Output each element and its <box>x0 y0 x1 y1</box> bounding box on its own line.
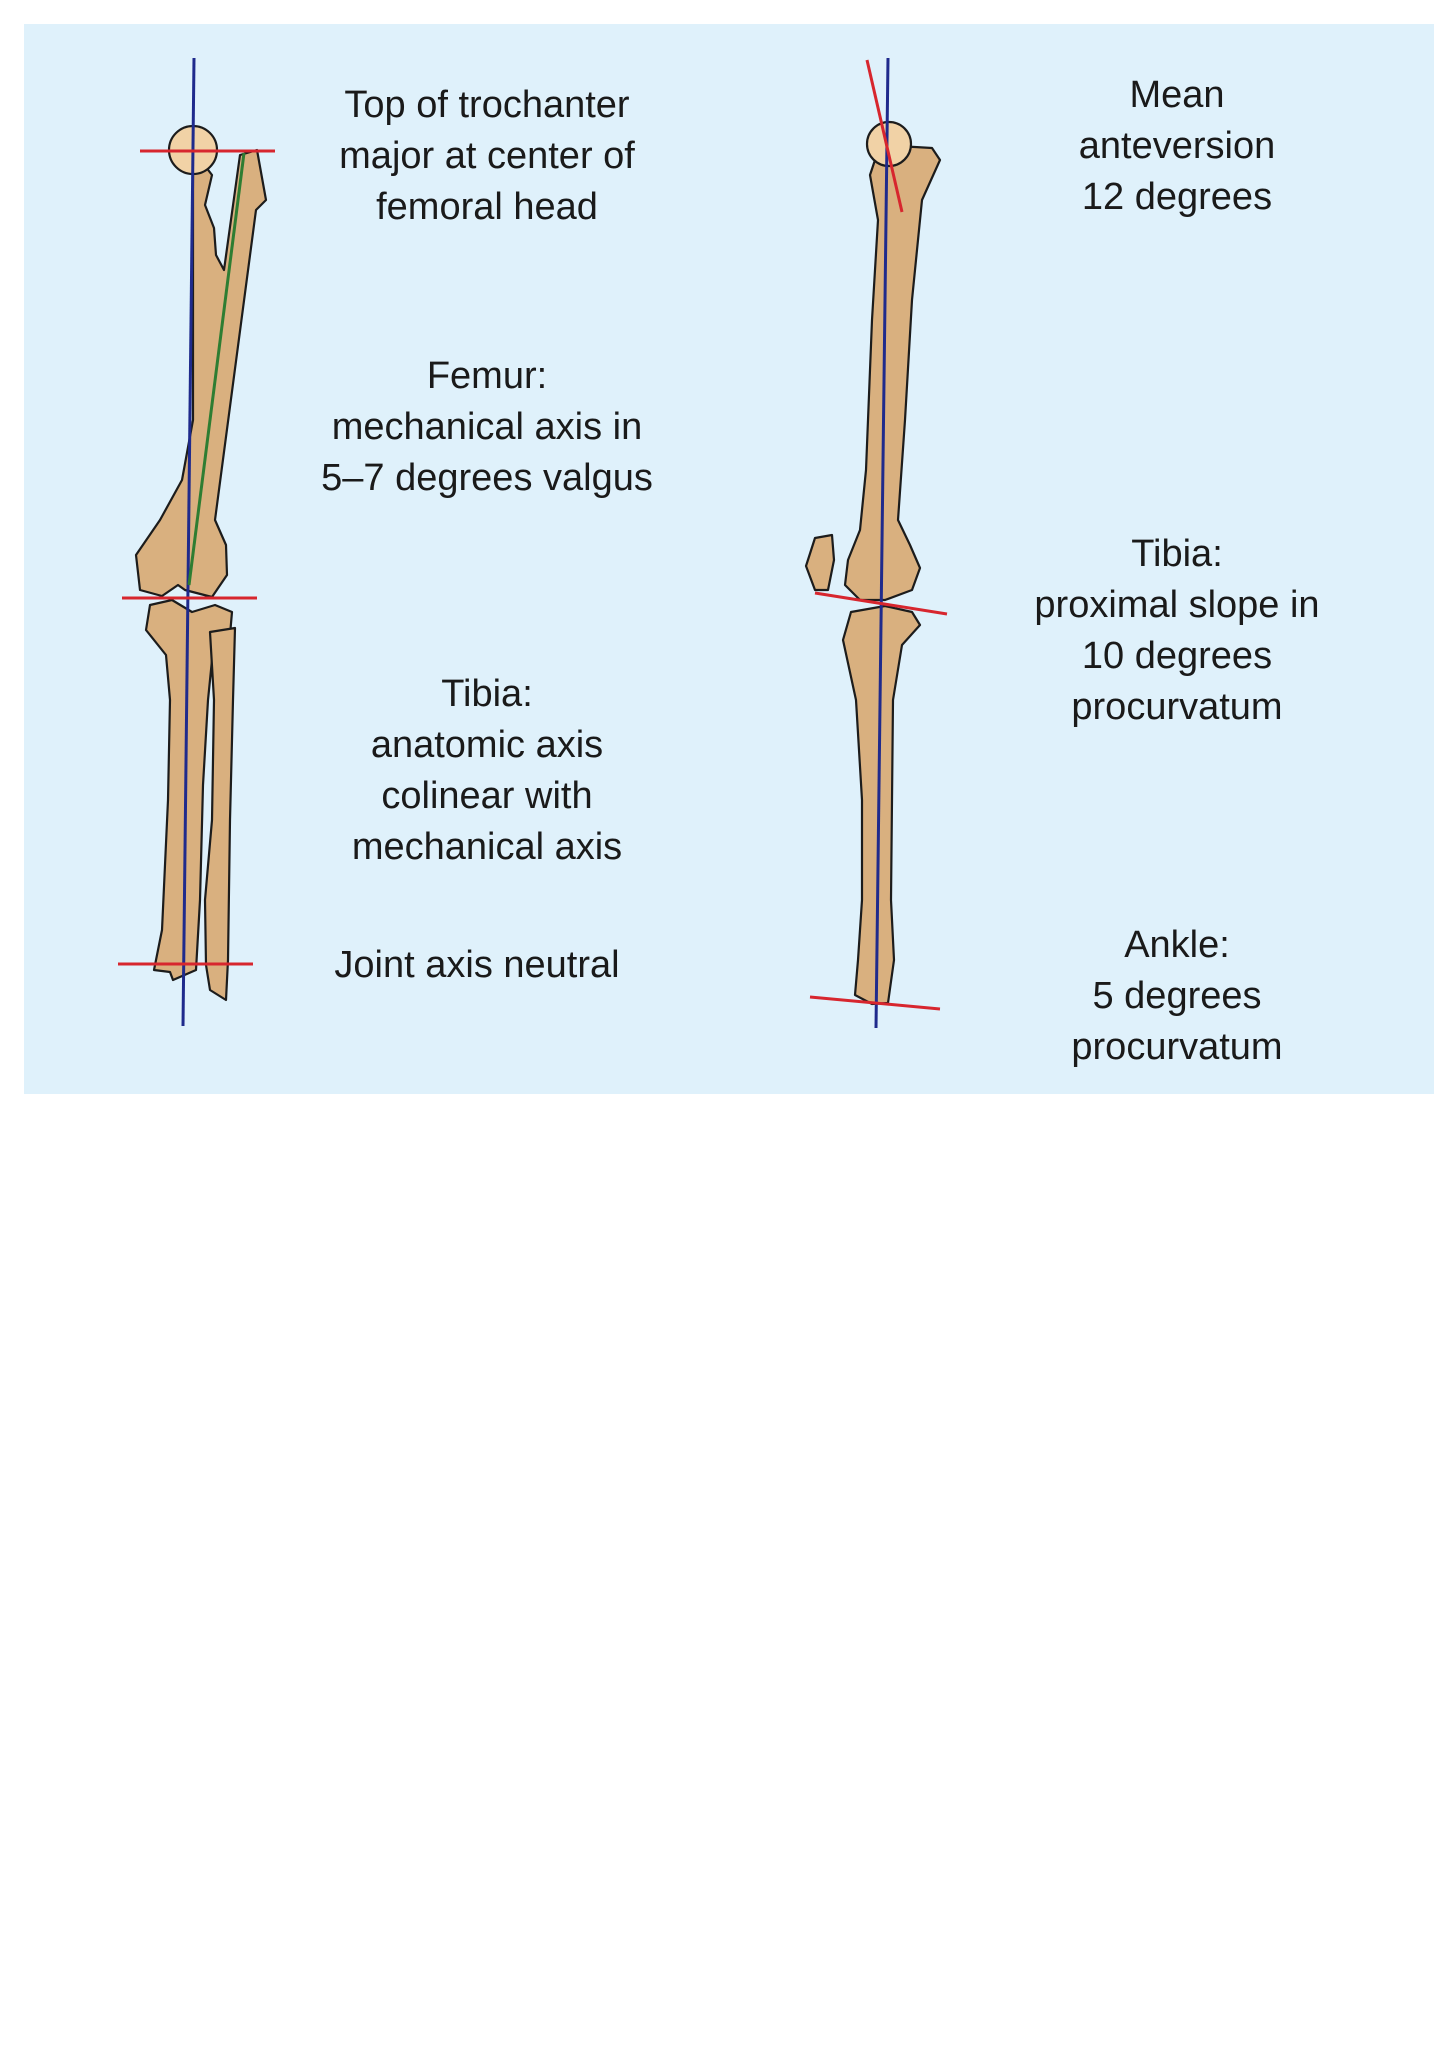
ankle-label: Ankle: 5 degrees procurvatum <box>1071 924 1283 1068</box>
lateral-tibial-slope-line <box>814 591 948 616</box>
trochanter-label: Top of trochanter major at center of fem… <box>339 84 635 228</box>
tibia-anatomic-label: Tibia: anatomic axis colinear with mecha… <box>351 673 623 868</box>
lateral-tibia <box>841 604 922 1006</box>
frontal-mechanical-axis <box>181 57 196 1027</box>
lateral-mechanical-axis <box>874 57 890 1029</box>
lateral-view <box>804 57 948 1029</box>
frontal-femur-anatomic-axis <box>187 152 246 586</box>
frontal-tibia <box>144 598 234 982</box>
frontal-fibula <box>203 626 237 1002</box>
anteversion-label: Mean anteversion 12 degrees <box>1078 74 1276 218</box>
lateral-femoral-head <box>865 120 913 168</box>
frontal-view <box>118 57 275 1027</box>
lateral-ankle-line <box>809 995 941 1011</box>
lateral-anteversion-line <box>865 59 904 213</box>
lateral-femur <box>843 143 942 602</box>
joint-axis-label: Joint axis neutral <box>334 944 620 986</box>
tibia-slope-label: Tibia: proximal slope in 10 degrees proc… <box>1034 533 1320 728</box>
lateral-patella <box>804 533 836 592</box>
frontal-femur <box>134 148 268 599</box>
femur-axis-label: Femur: mechanical axis in 5–7 degrees va… <box>321 355 653 499</box>
